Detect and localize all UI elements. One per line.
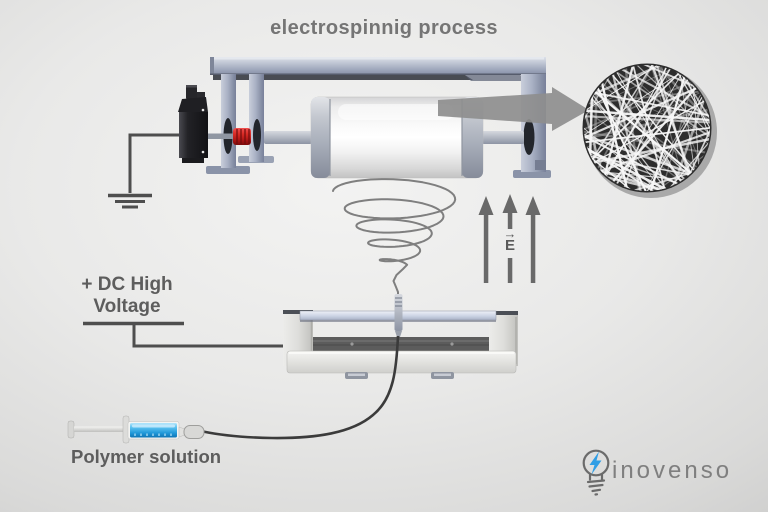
feed-tube [202,335,400,440]
spinneret-needle [394,294,403,337]
high-voltage-wire [83,321,288,348]
electric-field-arrows-icon [478,194,541,283]
lightbulb-icon [582,449,610,496]
polymer-solution-label: Polymer solution [71,446,222,467]
shaft-coupling-red [233,128,251,145]
electric-field-letter: E [504,237,515,254]
page-title: electrospinnig process [270,17,498,39]
zoom-arrow-icon [438,87,589,131]
frame-left-foot [206,166,250,174]
drum-collector [310,96,484,179]
drive-motor [178,85,208,163]
collector-frame [206,57,551,178]
plunger-handle [67,420,75,439]
lightning-bolt-icon [589,451,602,475]
vector-arrow-icon: → [503,226,517,241]
electric-field-label: → E [498,226,522,254]
tray-feet [345,372,454,379]
dc-high-voltage-line1: + DC High [81,274,173,295]
nanofiber-lines [584,65,710,191]
ground-wire [128,133,180,193]
dc-high-voltage-label: + DC High Voltage [62,274,192,318]
plunger-rod [74,426,126,432]
dc-high-voltage-line2: Voltage [93,296,161,317]
nanofiber-zoom-circle [582,63,717,198]
frame-top-bar [210,57,546,75]
polymer-jet-spiral-path [332,178,457,296]
drive-shaft [205,128,524,145]
syringe [67,415,205,444]
luer-connector [183,425,205,439]
polymer-jet-spiral [332,178,457,296]
collector-tray [286,350,517,374]
brand-name: inovenso [612,457,733,484]
ground-icon [108,133,180,209]
right-bearing-hole [523,119,535,155]
